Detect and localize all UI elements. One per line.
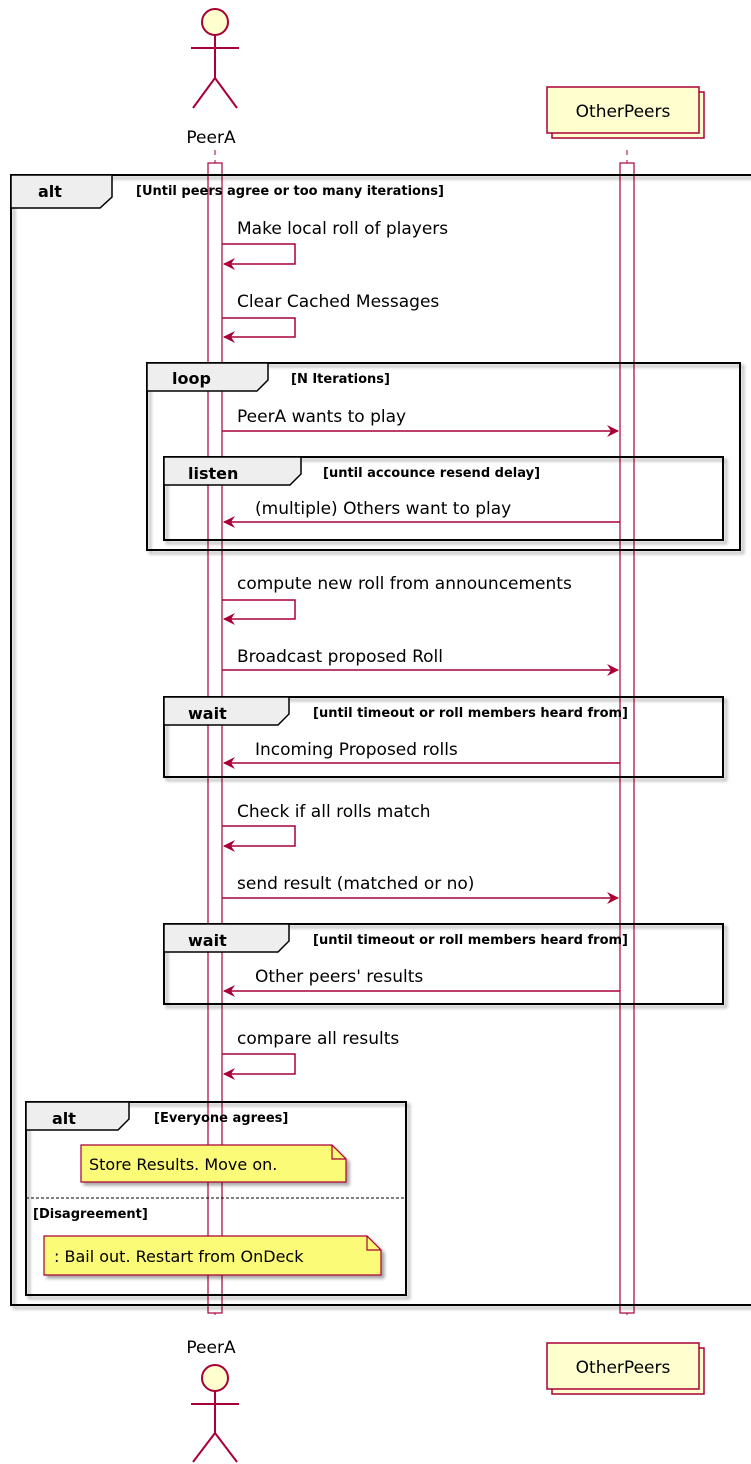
message-label: Clear Cached Messages [237, 292, 439, 312]
listen-keyword: listen [188, 464, 238, 483]
outer-alt-guard: [Until peers agree or too many iteration… [136, 184, 444, 199]
message-label: Other peers' results [255, 967, 423, 987]
actor-peera-bottom-label: PeerA [186, 1338, 236, 1358]
message-label: compare all results [237, 1029, 399, 1049]
inner-alt-else-guard: [Disagreement] [33, 1207, 148, 1222]
peera-activation [207, 162, 223, 1314]
loop-guard: [N Iterations] [291, 372, 390, 387]
otherpeers-activation [619, 162, 635, 1314]
note-label: Store Results. Move on. [89, 1155, 277, 1174]
message-label: compute new roll from announcements [237, 574, 572, 594]
inner-alt-guard: [Everyone agrees] [154, 1111, 288, 1126]
self-message-compute: compute new roll from announcements [222, 574, 572, 625]
message-others-want-to-play: (multiple) Others want to play [223, 499, 620, 528]
self-message-check-rolls: Check if all rolls match [222, 802, 431, 852]
self-message-1: Make local roll of players [222, 219, 448, 270]
message-label: (multiple) Others want to play [255, 499, 511, 519]
fragment-wait-1: wait [until timeout or roll members hear… [163, 696, 724, 778]
self-message-compare-results: compare all results [222, 1029, 399, 1080]
participant-otherpeers-bottom-label: OtherPeers [576, 1358, 671, 1378]
participant-otherpeers-top: OtherPeers [546, 86, 705, 139]
fragment-loop: loop [N Iterations] [146, 362, 741, 551]
wait-2-guard: [until timeout or roll members heard fro… [313, 933, 628, 948]
message-label: Incoming Proposed rolls [255, 740, 458, 760]
fragment-outer-alt: alt [Until peers agree or too many itera… [10, 174, 751, 1306]
message-label: PeerA wants to play [237, 407, 406, 427]
actor-peera-top [191, 8, 239, 109]
message-broadcast-roll: Broadcast proposed Roll [222, 647, 619, 676]
message-label: Make local roll of players [237, 219, 448, 239]
message-label: send result (matched or no) [237, 874, 474, 894]
note-store-results: Store Results. Move on. [80, 1144, 347, 1183]
message-other-peers-results: Other peers' results [223, 967, 620, 997]
actor-peera-top-label: PeerA [186, 128, 236, 148]
wait-1-guard: [until timeout or roll members heard fro… [313, 706, 628, 721]
message-label: Broadcast proposed Roll [237, 647, 443, 667]
fragment-listen: listen [until accounce resend delay] [163, 456, 724, 541]
note-bail-out: : Bail out. Restart from OnDeck [43, 1235, 382, 1276]
fragment-inner-alt: alt [Everyone agrees] [Disagreement] [25, 1101, 407, 1296]
outer-alt-keyword: alt [38, 182, 62, 201]
note-label: : Bail out. Restart from OnDeck [54, 1247, 304, 1266]
message-send-result: send result (matched or no) [222, 874, 619, 904]
message-peera-wants-to-play: PeerA wants to play [222, 407, 619, 437]
participant-otherpeers-bottom: OtherPeers [546, 1342, 705, 1395]
inner-alt-keyword: alt [52, 1109, 76, 1128]
fragment-wait-2: wait [until timeout or roll members hear… [163, 923, 724, 1005]
wait-1-keyword: wait [188, 704, 227, 723]
wait-2-keyword: wait [188, 931, 227, 950]
message-label: Check if all rolls match [237, 802, 431, 822]
listen-guard: [until accounce resend delay] [323, 466, 540, 481]
loop-keyword: loop [172, 369, 211, 388]
self-message-2: Clear Cached Messages [222, 292, 439, 343]
message-incoming-rolls: Incoming Proposed rolls [223, 740, 620, 769]
participant-otherpeers-top-label: OtherPeers [576, 102, 671, 122]
actor-peera-bottom [191, 1364, 239, 1463]
